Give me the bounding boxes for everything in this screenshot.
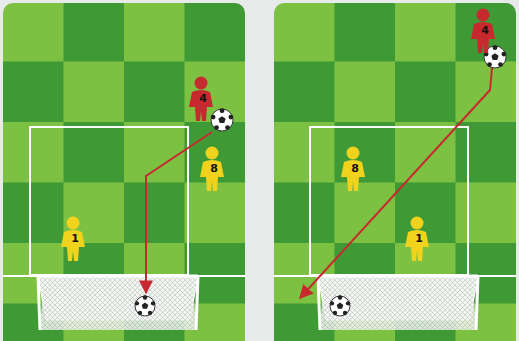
soccer-ball — [135, 295, 156, 316]
shot-path — [146, 132, 212, 293]
shirt-number: 8 — [199, 163, 229, 175]
turf-square — [274, 183, 335, 244]
turf-square — [185, 3, 246, 62]
turf-square — [3, 3, 64, 62]
goal-line — [274, 275, 516, 277]
turf-square — [274, 3, 335, 62]
shirt-number: 8 — [340, 163, 370, 175]
turf-square — [395, 62, 456, 123]
turf-square — [335, 62, 396, 123]
player-figure: 4 — [188, 76, 218, 122]
goal-net — [40, 300, 196, 330]
turf-square — [124, 62, 185, 123]
turf-square — [124, 3, 185, 62]
shirt-number: 1 — [60, 233, 90, 245]
turf-square — [185, 183, 246, 244]
turf-square — [124, 122, 185, 183]
player-figure: 4 — [470, 8, 500, 54]
shirt-number: 4 — [470, 25, 500, 37]
penalty-box — [30, 127, 188, 275]
turf-square — [395, 122, 456, 183]
player-figure: 8 — [199, 146, 229, 192]
shot-path — [300, 68, 492, 298]
turf-square — [335, 183, 396, 244]
turf-square — [456, 183, 517, 244]
turf-square — [456, 122, 517, 183]
turf-square — [64, 122, 125, 183]
turf-square — [64, 62, 125, 123]
goal-post — [38, 276, 198, 330]
pitch-panel — [274, 3, 516, 341]
turf-square — [274, 122, 335, 183]
turf-square — [124, 183, 185, 244]
turf-square — [3, 62, 64, 123]
pitch-panel — [3, 3, 245, 341]
turf-square — [3, 183, 64, 244]
turf-square — [3, 122, 64, 183]
player-figure: 1 — [60, 216, 90, 262]
turf-square — [335, 3, 396, 62]
soccer-ball — [330, 295, 351, 316]
turf-square — [456, 62, 517, 123]
turf-square — [185, 122, 246, 183]
goal-post — [318, 276, 478, 330]
player-figure: 8 — [340, 146, 370, 192]
turf-square — [64, 3, 125, 62]
turf-square — [274, 62, 335, 123]
soccer-ball — [211, 108, 234, 131]
turf-square — [395, 3, 456, 62]
shirt-number: 1 — [404, 233, 434, 245]
goal-line — [3, 275, 245, 277]
player-figure: 1 — [404, 216, 434, 262]
turf-square — [456, 3, 517, 62]
shirt-number: 4 — [188, 93, 218, 105]
